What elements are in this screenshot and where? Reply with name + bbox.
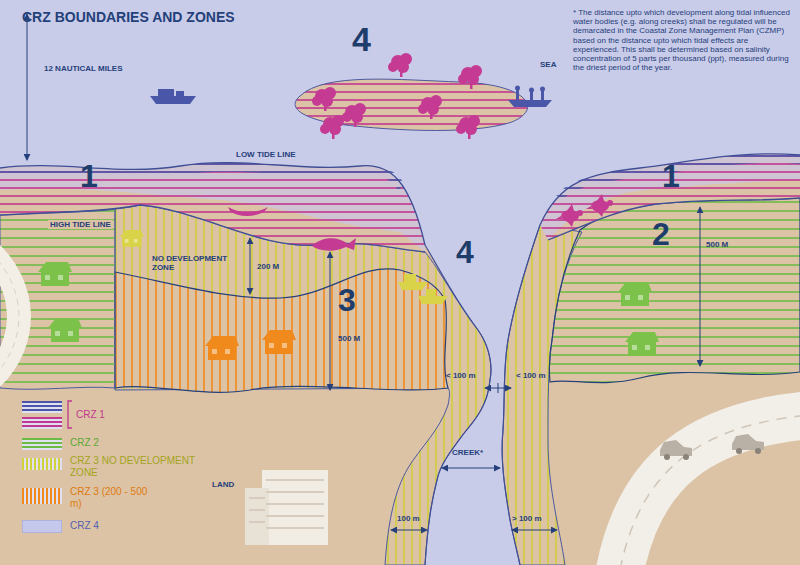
footnote: * The distance upto which development al… [573,8,790,72]
dimension-label: > 100 m [512,514,542,523]
legend-text: CRZ 1 [76,409,105,421]
zone-number: 4 [352,22,371,56]
title: CRZ BOUNDARIES AND ZONES [22,9,235,25]
area-label: SEA [540,60,556,69]
zone-number: 1 [80,160,98,192]
dimension-label: < 100 m [446,371,476,380]
dimension-label: 100 m [397,514,420,523]
legend-swatch-part [22,401,62,413]
area-label: CREEK* [452,448,483,457]
legend-text: CRZ 2 [70,437,99,449]
legend-swatch [22,458,62,470]
zone-number: 3 [338,284,356,316]
line-label: LOW TIDE LINE [236,150,296,159]
legend-text: CRZ 3 (200 - 500 m) [70,486,148,509]
legend-swatch [22,488,62,504]
dimension-label: < 100 m [516,371,546,380]
dimension-label: 200 M [257,262,279,271]
zone-number: 2 [652,218,670,250]
dimension-label: 500 M [338,334,360,343]
zone-label: NO DEVELOPMENT ZONE [152,254,244,272]
dimension-label: 500 M [706,240,728,249]
area-label: LAND [212,480,234,489]
dimension-label: 12 NAUTICAL MILES [44,64,123,73]
legend-swatch [22,520,62,533]
legend-text: CRZ 4 [70,520,99,532]
zone-number: 4 [456,236,474,268]
legend-swatch [22,401,62,429]
zone-number: 1 [662,160,680,192]
legend-swatch [22,438,62,450]
legend-text: CRZ 3 NO DEVELOPMENT ZONE [70,455,200,478]
line-label: HIGH TIDE LINE [48,220,113,229]
